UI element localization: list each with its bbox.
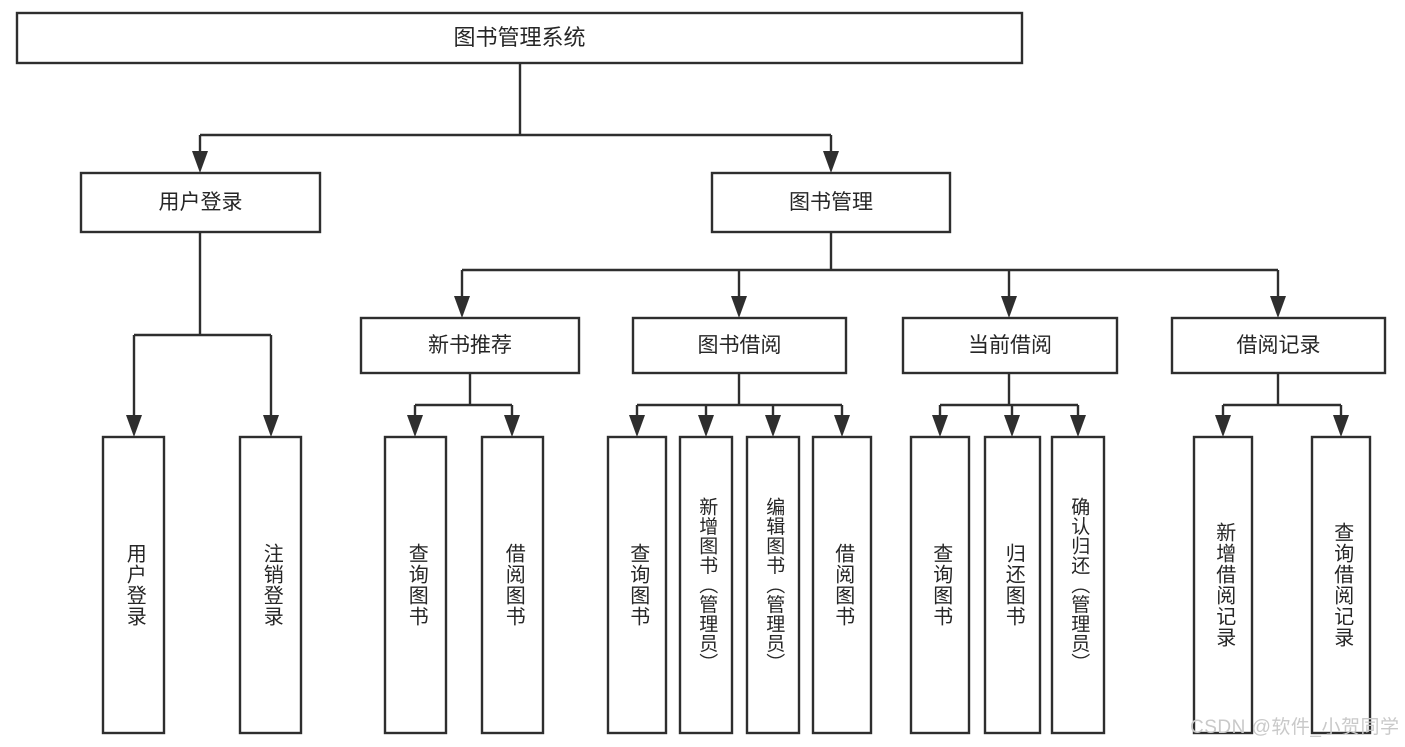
arrow-head-icon	[629, 415, 645, 437]
book-manage-branch-arrow-3	[1270, 270, 1286, 318]
node-box-leaf-borrow-book-rec[interactable]	[480, 435, 545, 735]
arrow-head-icon	[1001, 296, 1017, 318]
arrow-head-icon	[698, 415, 714, 437]
arrow-head-icon	[823, 151, 839, 173]
node-label-root: 图书管理系统	[453, 25, 585, 50]
book-borrow-leaf-arrow-1	[698, 405, 714, 437]
current-borrow-leaf-arrow-0	[932, 405, 948, 437]
book-borrow-leaf-arrow-2	[765, 405, 781, 437]
borrow-record-leaf-arrow-0	[1215, 405, 1231, 437]
current-borrow-leaf-arrow-2	[1070, 405, 1086, 437]
node-box-root[interactable]	[15, 11, 1024, 65]
arrow-head-icon	[504, 415, 520, 437]
arrow-head-icon	[765, 415, 781, 437]
node-box-leaf-query-book-borrow[interactable]	[606, 435, 668, 735]
node-label-borrow-record: 借阅记录	[1237, 334, 1321, 357]
book-manage-branch-arrow-1	[731, 270, 747, 318]
arrow-head-icon	[1070, 415, 1086, 437]
node-box-leaf-query-book-rec[interactable]	[383, 435, 448, 735]
node-box-leaf-borrow-book[interactable]	[811, 435, 873, 735]
node-label-current-borrow: 当前借阅	[968, 334, 1052, 357]
node-box-leaf-add-borrow-record[interactable]	[1192, 435, 1254, 735]
node-box-leaf-add-book-admin[interactable]	[678, 435, 734, 735]
root-branch-arrow-1	[823, 135, 839, 173]
node-box-layer	[15, 11, 1387, 735]
arrow-head-icon	[932, 415, 948, 437]
arrow-head-icon	[731, 296, 747, 318]
node-box-book-manage[interactable]	[710, 171, 952, 234]
node-box-borrow-record[interactable]	[1170, 316, 1387, 375]
node-box-user-login[interactable]	[79, 171, 322, 234]
node-box-book-borrow[interactable]	[631, 316, 848, 375]
book-borrow-leaf-arrow-3	[834, 405, 850, 437]
user-login-leaf-arrow-1	[263, 335, 279, 437]
arrow-head-icon	[1004, 415, 1020, 437]
connector-layer	[126, 63, 1349, 437]
node-label-new-book-recommend: 新书推荐	[428, 334, 512, 357]
arrow-head-icon	[1215, 415, 1231, 437]
arrow-head-icon	[263, 415, 279, 437]
borrow-record-leaf-arrow-1	[1333, 405, 1349, 437]
node-box-leaf-return-book[interactable]	[983, 435, 1042, 735]
node-box-leaf-user-login[interactable]	[101, 435, 166, 735]
node-box-leaf-logout[interactable]	[238, 435, 303, 735]
arrow-head-icon	[126, 415, 142, 437]
node-box-current-borrow[interactable]	[901, 316, 1119, 375]
node-label-book-borrow: 图书借阅	[698, 334, 782, 357]
book-manage-branch-arrow-0	[454, 270, 470, 318]
arrow-head-icon	[1270, 296, 1286, 318]
new-book-recommend-leaf-arrow-0	[407, 405, 423, 437]
book-manage-branch-arrow-2	[1001, 270, 1017, 318]
root-branch-arrow-0	[192, 135, 208, 173]
current-borrow-leaf-arrow-1	[1004, 405, 1020, 437]
node-box-leaf-query-book-cur[interactable]	[909, 435, 971, 735]
arrow-head-icon	[407, 415, 423, 437]
arrow-head-icon	[1333, 415, 1349, 437]
arrow-head-icon	[192, 151, 208, 173]
node-label-user-login: 用户登录	[159, 191, 243, 214]
node-label-book-manage: 图书管理	[789, 191, 873, 214]
book-borrow-leaf-arrow-0	[629, 405, 645, 437]
node-box-leaf-edit-book-admin[interactable]	[745, 435, 801, 735]
new-book-recommend-leaf-arrow-1	[504, 405, 520, 437]
node-box-leaf-confirm-return-admin[interactable]	[1050, 435, 1106, 735]
arrow-head-icon	[454, 296, 470, 318]
user-login-leaf-arrow-0	[126, 335, 142, 437]
arrow-head-icon	[834, 415, 850, 437]
node-box-new-book-recommend[interactable]	[359, 316, 581, 375]
node-box-leaf-query-borrow-record[interactable]	[1310, 435, 1372, 735]
